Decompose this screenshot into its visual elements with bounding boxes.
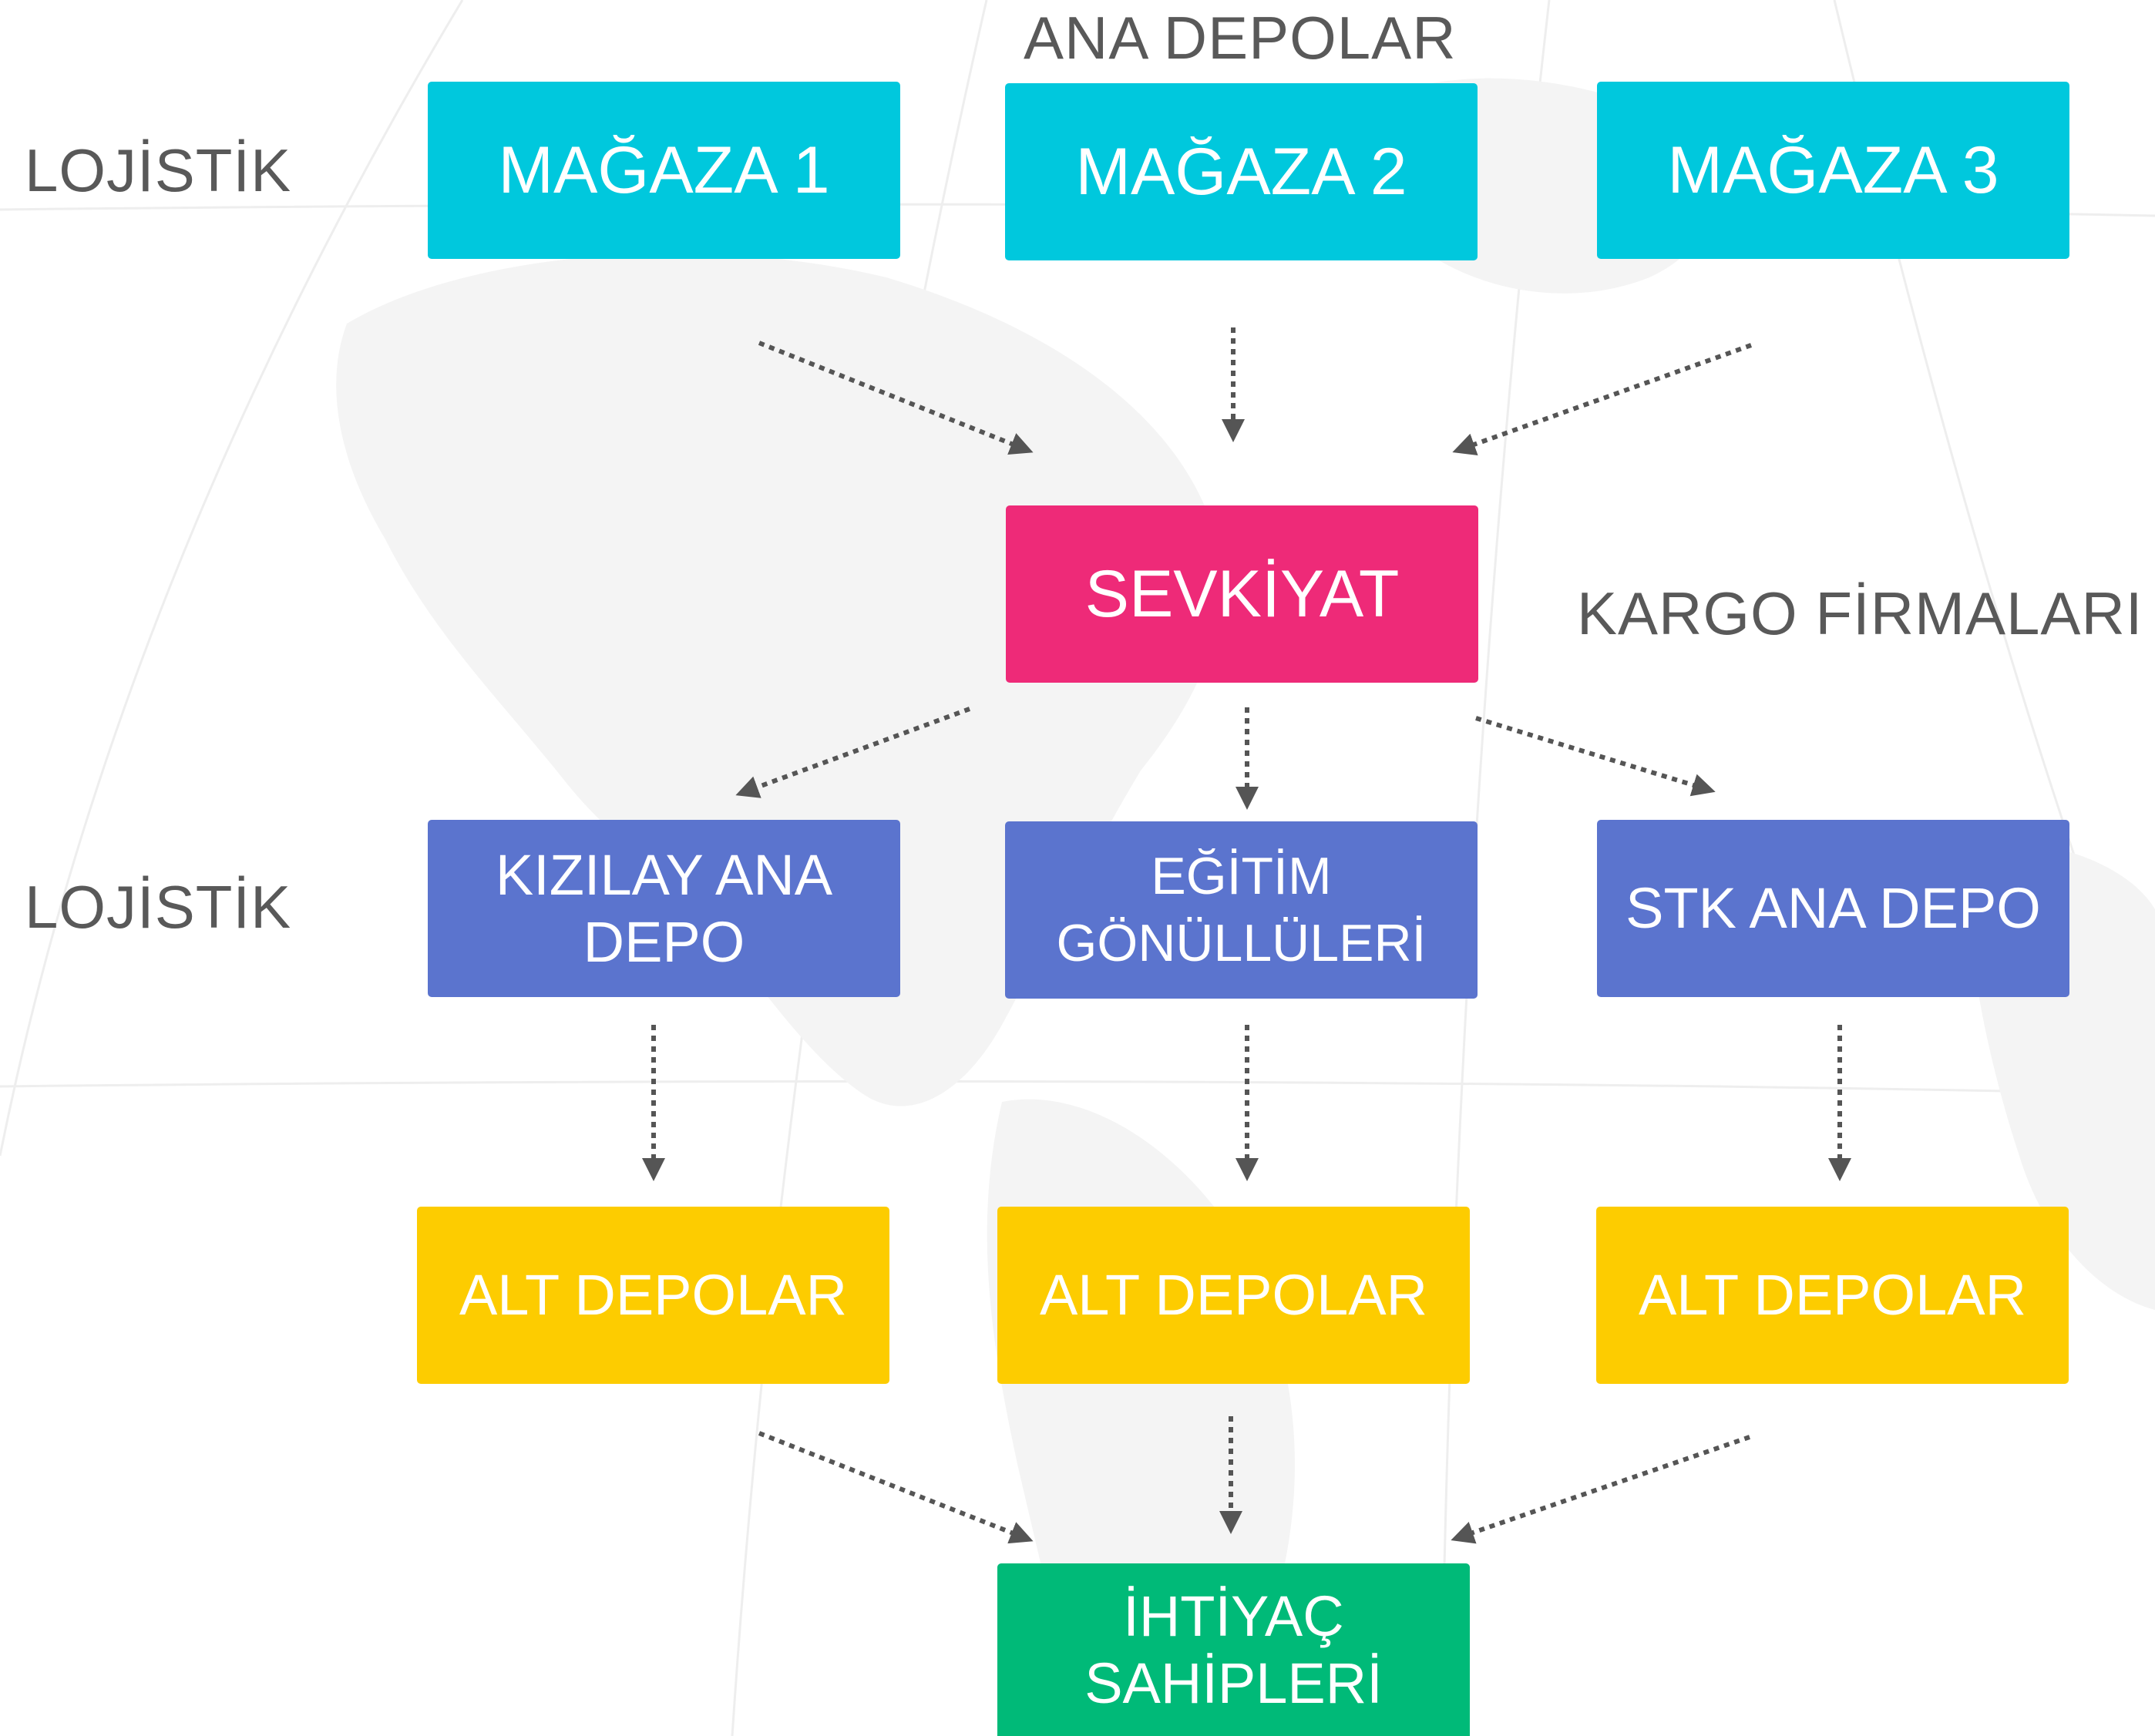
store-box-3: MAĞAZA 3	[1597, 82, 2069, 259]
ana-depolar-label: ANA DEPOLAR	[1024, 4, 1457, 72]
arrow-store1-to-shipment	[758, 341, 1034, 455]
store-box-2: MAĞAZA 2	[1005, 83, 1478, 260]
recipients-label: İHTİYAÇ SAHİPLERİ	[1084, 1583, 1383, 1715]
main-depot-label: EĞİTİM GÖNÜLLÜLERİ	[1056, 846, 1427, 972]
main-depot-box-stk: STK ANA DEPO	[1597, 820, 2069, 997]
sub-depot-label: ALT DEPOLAR	[459, 1263, 848, 1328]
sub-depot-label: ALT DEPOLAR	[1039, 1263, 1428, 1328]
lojistik-label-mid: LOJİSTİK	[25, 873, 292, 941]
store-label: MAĞAZA 2	[1075, 134, 1407, 209]
store-label: MAĞAZA 1	[498, 133, 830, 207]
sub-depot-box-1: ALT DEPOLAR	[417, 1207, 889, 1384]
lojistik-label-top: LOJİSTİK	[25, 136, 292, 204]
main-depot-box-egitim: EĞİTİM GÖNÜLLÜLERİ	[1005, 821, 1478, 999]
shipment-box: SEVKİYAT	[1006, 505, 1478, 683]
store-box-1: MAĞAZA 1	[428, 82, 900, 259]
sub-depot-box-3: ALT DEPOLAR	[1596, 1207, 2069, 1384]
store-label: MAĞAZA 3	[1667, 133, 1999, 207]
arrow-shipment-to-stk	[1475, 716, 1716, 797]
main-depot-box-kizilay: KIZILAY ANA DEPO	[428, 820, 900, 997]
arrow-alt3-to-recipients	[1451, 1435, 1750, 1544]
arrow-shipment-to-kizilay	[735, 707, 971, 798]
main-depot-label: STK ANA DEPO	[1625, 876, 2041, 941]
arrow-alt1-to-recipients	[758, 1431, 1034, 1544]
sub-depot-box-2: ALT DEPOLAR	[997, 1207, 1470, 1384]
shipment-label: SEVKİYAT	[1084, 556, 1400, 631]
arrow-store3-to-shipment	[1452, 343, 1753, 456]
main-depot-label: KIZILAY ANA DEPO	[495, 842, 833, 974]
kargo-firmalari-label: KARGO FİRMALARI	[1577, 579, 2143, 647]
sub-depot-label: ALT DEPOLAR	[1638, 1263, 2027, 1328]
recipients-box: İHTİYAÇ SAHİPLERİ	[997, 1563, 1470, 1736]
